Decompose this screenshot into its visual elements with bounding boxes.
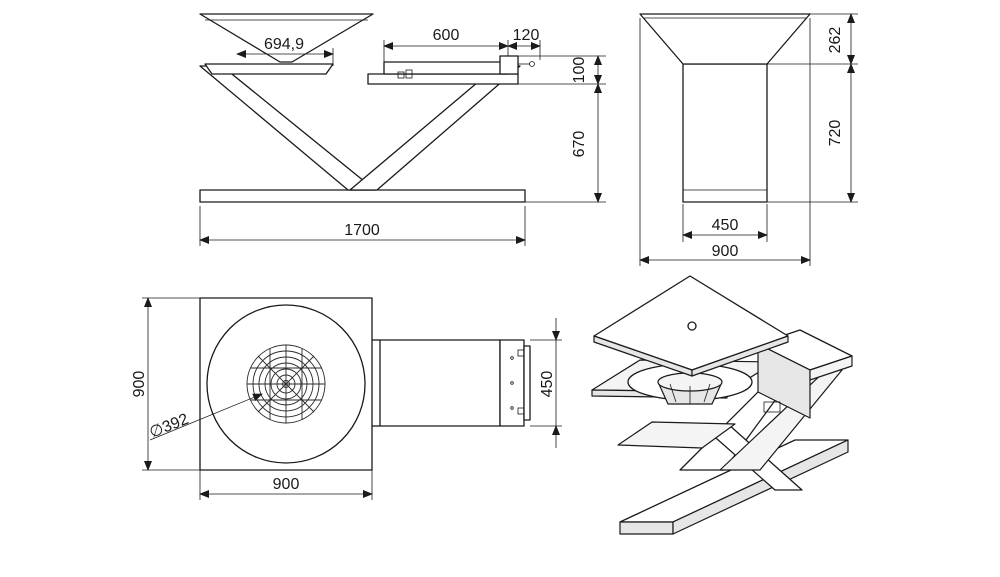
dim-grate-diameter-text: ∅392 (147, 411, 191, 442)
iso-bowl-vent-3 (703, 383, 711, 403)
front-bowl (199, 13, 374, 63)
plan-bowl-circle (206, 304, 366, 464)
plan-grate (246, 344, 326, 424)
plan-fitting-1 (517, 349, 525, 357)
iso-bowl-vent-1 (669, 383, 677, 403)
dim-grate-diameter-label: 392 (160, 411, 191, 437)
plan-side-table-box (499, 339, 525, 427)
plan-side-table-handle (523, 345, 531, 421)
dim-leader-grate (149, 393, 263, 441)
side-stand-body (682, 63, 768, 203)
dim-stand-height-label: 720 (827, 120, 844, 147)
front-elevation-view: 694,9 600 120 100 670 1700 (199, 13, 606, 246)
plan-side-table (379, 339, 501, 427)
plan-bolt-3 (510, 406, 514, 410)
dim-plan-depth-label: 900 (131, 371, 148, 398)
front-base-plate (199, 189, 526, 203)
dim-side-base-width-label: 900 (712, 243, 739, 260)
iso-top-plate-edge-right (691, 335, 789, 377)
isometric-view (591, 275, 853, 535)
iso-lower-plate (617, 421, 736, 449)
grate-bar-d2 (257, 355, 315, 413)
iso-side-table-fitting (763, 401, 781, 413)
side-elevation-view: 262 720 450 900 (639, 13, 858, 266)
dim-side-table-depth-label: 120 (513, 27, 540, 44)
front-side-table-handle (499, 55, 519, 75)
dim-bowl-diameter-label: 694,9 (264, 36, 304, 53)
iso-top-plate-hole (687, 321, 697, 331)
front-handle-knob (529, 61, 535, 67)
front-fitting (397, 71, 405, 79)
plan-view: ∅392 900 900 450 (131, 297, 562, 500)
iso-base-plate-front (619, 521, 674, 535)
front-fitting-2 (405, 69, 413, 79)
iso-side-table-front (757, 343, 811, 419)
plan-bolt-1 (510, 356, 514, 360)
dim-stand-width-label: 450 (712, 217, 739, 234)
dim-side-width-label: 450 (539, 371, 556, 398)
iso-side-table-side (809, 355, 853, 381)
front-bowl-support (204, 63, 334, 75)
plan-bolt-2 (510, 381, 514, 385)
front-left-leg (199, 65, 376, 191)
dim-base-length-label: 1700 (344, 222, 380, 239)
dim-plan-width-label: 900 (273, 476, 300, 493)
plan-fitting-2 (517, 407, 525, 415)
front-side-table (367, 73, 519, 85)
dim-frame-height-label: 670 (571, 131, 588, 158)
dim-side-table-height-label: 100 (571, 57, 588, 84)
dim-bowl-height-label: 262 (827, 27, 844, 54)
dim-side-table-length-label: 600 (433, 27, 460, 44)
side-bowl (639, 13, 811, 65)
iso-base-plate-side (672, 439, 849, 535)
